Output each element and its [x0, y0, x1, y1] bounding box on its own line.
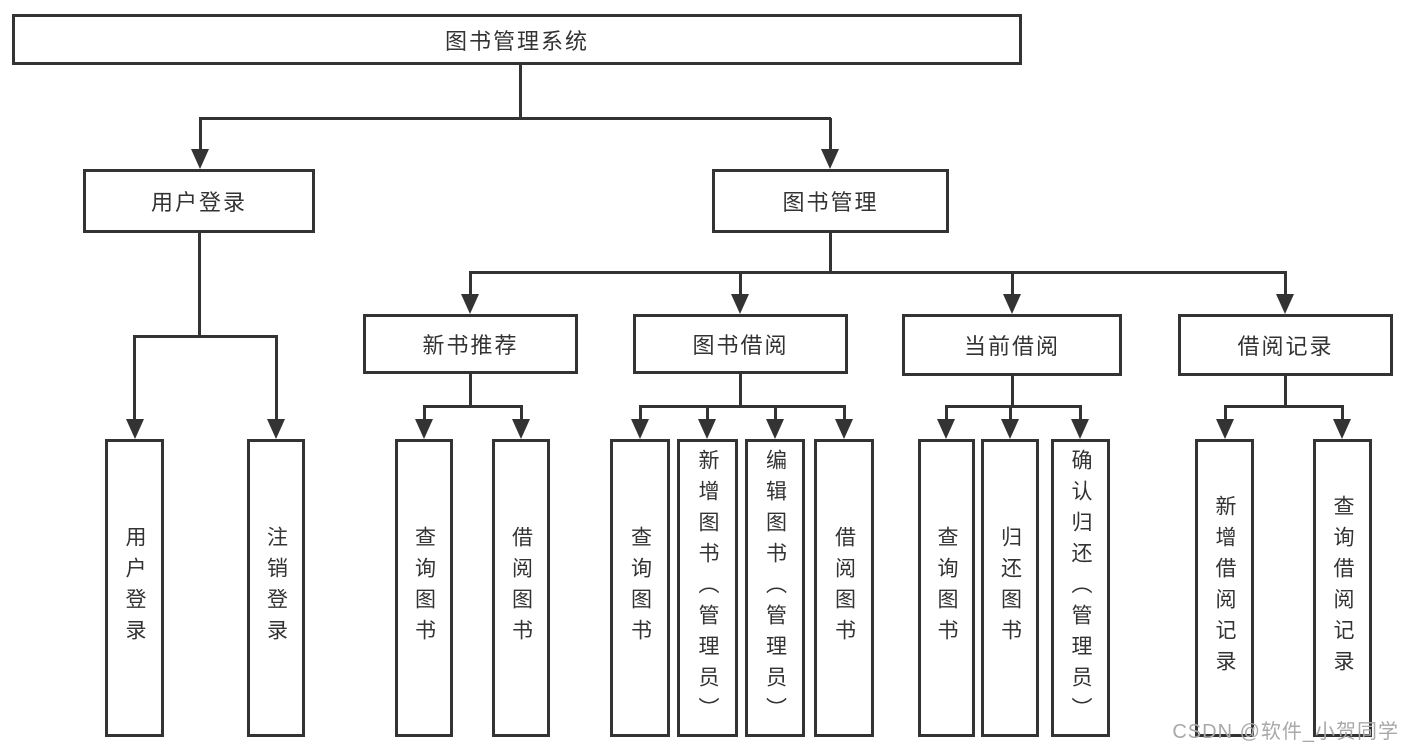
connector-arrow-stem	[520, 406, 523, 420]
arrowhead-icon	[698, 419, 716, 439]
connector-arrow-stem	[1011, 272, 1014, 295]
arrowhead-icon	[1216, 419, 1234, 439]
node-leaf-confirm-return-admin: 确认归还（管理员）	[1051, 439, 1110, 737]
connector-user-login-drop	[198, 233, 201, 337]
node-leaf-borrow-books-1: 借阅图书	[492, 439, 550, 737]
connector-arrow-stem	[945, 406, 948, 420]
connector-new-book-drop	[469, 374, 472, 407]
leaf-label: 编辑图书（管理员）	[763, 448, 787, 728]
node-leaf-logout: 注销登录	[247, 439, 305, 737]
connector-new-book-rail	[423, 405, 523, 408]
connector-arrow-stem	[199, 118, 202, 150]
arrowhead-icon	[191, 149, 209, 169]
connector-arrow-stem	[739, 272, 742, 295]
arrowhead-icon	[461, 294, 479, 314]
leaf-label: 注销登录	[264, 526, 288, 650]
connector-current-drop	[1011, 376, 1014, 407]
node-user-login: 用户登录	[83, 169, 315, 233]
connector-arrow-stem	[469, 272, 472, 295]
arrowhead-icon	[267, 419, 285, 439]
node-current-borrowing: 当前借阅	[902, 314, 1122, 376]
arrowhead-icon	[1333, 419, 1351, 439]
node-book-management: 图书管理	[712, 169, 949, 233]
connector-arrow-stem	[639, 406, 642, 420]
node-leaf-borrow-books-2: 借阅图书	[814, 439, 874, 737]
node-leaf-search-books-3: 查询图书	[918, 439, 975, 737]
connector-current-rail	[945, 405, 1082, 408]
leaf-label: 查询图书	[935, 526, 959, 650]
connector-book-mgmt-drop	[829, 233, 832, 273]
connector-borrowing-drop	[739, 374, 742, 407]
leaf-label: 确认归还（管理员）	[1069, 448, 1093, 728]
connector-arrow-stem	[1224, 406, 1227, 420]
node-leaf-add-books-admin: 新增图书（管理员）	[677, 439, 738, 737]
connector-arrow-stem	[829, 118, 832, 150]
arrowhead-icon	[821, 149, 839, 169]
connector-arrow-stem	[1284, 272, 1287, 295]
arrowhead-icon	[631, 419, 649, 439]
connector-records-rail	[1224, 405, 1344, 408]
arrowhead-icon	[415, 419, 433, 439]
leaf-label: 新增图书（管理员）	[696, 448, 720, 728]
watermark-text: CSDN @软件_小贺同学	[1172, 721, 1399, 743]
node-leaf-user-login: 用户登录	[105, 439, 164, 737]
connector-borrowing-rail	[639, 405, 846, 408]
node-book-borrowing: 图书借阅	[633, 314, 848, 374]
node-leaf-edit-books-admin: 编辑图书（管理员）	[745, 439, 805, 737]
connector-arrow-stem	[423, 406, 426, 420]
node-new-book-recommend: 新书推荐	[363, 314, 578, 374]
connector-level1-rail	[199, 117, 831, 120]
arrowhead-icon	[766, 419, 784, 439]
node-borrow-records: 借阅记录	[1178, 314, 1393, 376]
leaf-label: 新增借阅记录	[1213, 495, 1237, 681]
leaf-label: 查询借阅记录	[1331, 495, 1355, 681]
connector-arrow-stem	[706, 406, 709, 420]
node-leaf-search-books-2: 查询图书	[610, 439, 670, 737]
arrowhead-icon	[1003, 294, 1021, 314]
node-leaf-search-books-1: 查询图书	[395, 439, 453, 737]
connector-arrow-stem	[1341, 406, 1344, 420]
arrowhead-icon	[937, 419, 955, 439]
arrowhead-icon	[731, 294, 749, 314]
connector-arrow-stem	[774, 406, 777, 420]
leaf-label: 借阅图书	[509, 526, 533, 650]
arrowhead-icon	[1276, 294, 1294, 314]
arrowhead-icon	[1001, 419, 1019, 439]
leaf-label: 查询图书	[628, 526, 652, 650]
arrowhead-icon	[1071, 419, 1089, 439]
connector-arrow-stem	[843, 406, 846, 420]
connector-arrow-stem	[1079, 406, 1082, 420]
connector-arrow-stem	[1009, 406, 1012, 420]
arrowhead-icon	[512, 419, 530, 439]
connector-user-login-rail	[133, 335, 278, 338]
leaf-label: 归还图书	[998, 526, 1022, 650]
connector-level3-rail	[469, 271, 1287, 274]
connector-root-drop	[519, 65, 522, 119]
node-leaf-search-borrow-record: 查询借阅记录	[1313, 439, 1372, 737]
leaf-label: 用户登录	[123, 526, 147, 650]
leaf-label: 借阅图书	[832, 526, 856, 650]
node-library-management-system: 图书管理系统	[12, 14, 1022, 65]
arrowhead-icon	[835, 419, 853, 439]
node-leaf-return-books: 归还图书	[981, 439, 1039, 737]
connector-arrow-stem	[133, 336, 136, 420]
connector-records-drop	[1284, 376, 1287, 407]
arrowhead-icon	[126, 419, 144, 439]
node-leaf-add-borrow-record: 新增借阅记录	[1195, 439, 1254, 737]
connector-arrow-stem	[275, 336, 278, 420]
leaf-label: 查询图书	[412, 526, 436, 650]
